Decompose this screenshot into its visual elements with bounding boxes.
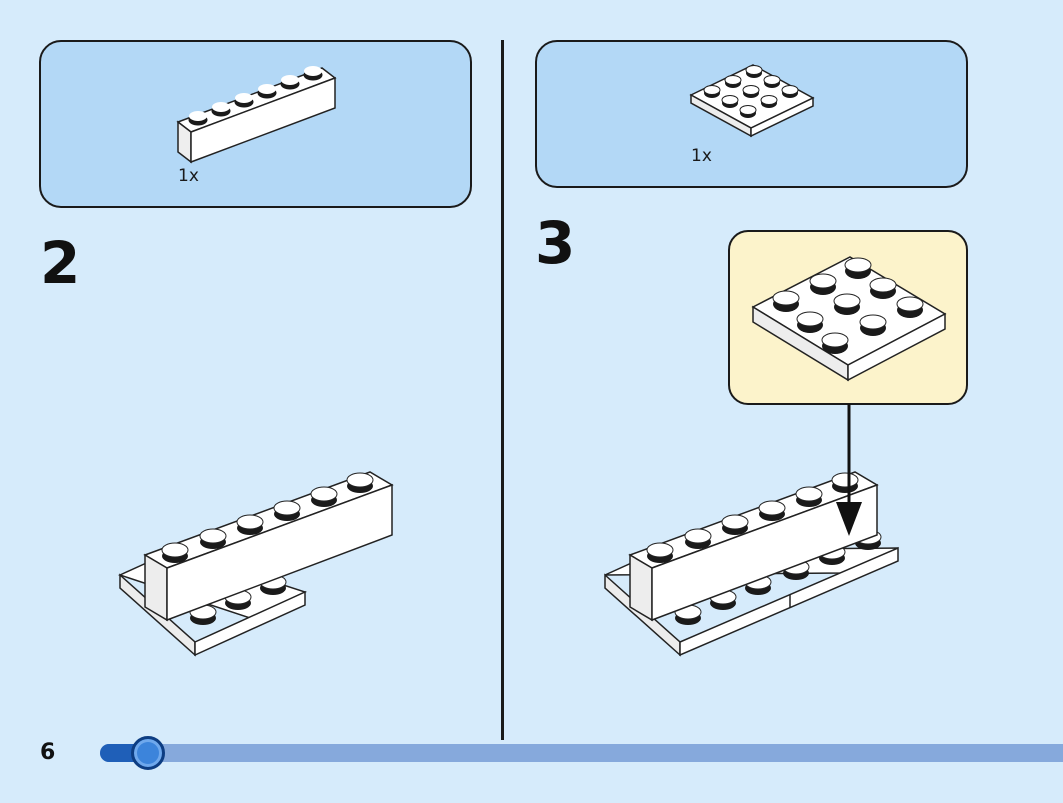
plate-3x3-callout-illustration <box>751 256 947 382</box>
part-quantity: 1x <box>178 166 199 186</box>
progress-track <box>100 744 1063 762</box>
step-divider <box>501 40 504 740</box>
brick-1x6-part-icon <box>176 66 337 164</box>
page-number: 6 <box>40 740 56 765</box>
step-2-assembly-illustration <box>117 471 394 657</box>
step-number: 3 <box>535 209 576 277</box>
progress-knob <box>131 736 166 770</box>
step-number: 2 <box>40 229 81 297</box>
part-quantity: 1x <box>691 146 712 166</box>
plate-3x3-part-icon <box>689 64 815 138</box>
placement-arrow-icon <box>836 404 862 536</box>
step-3-assembly-illustration <box>604 471 899 657</box>
